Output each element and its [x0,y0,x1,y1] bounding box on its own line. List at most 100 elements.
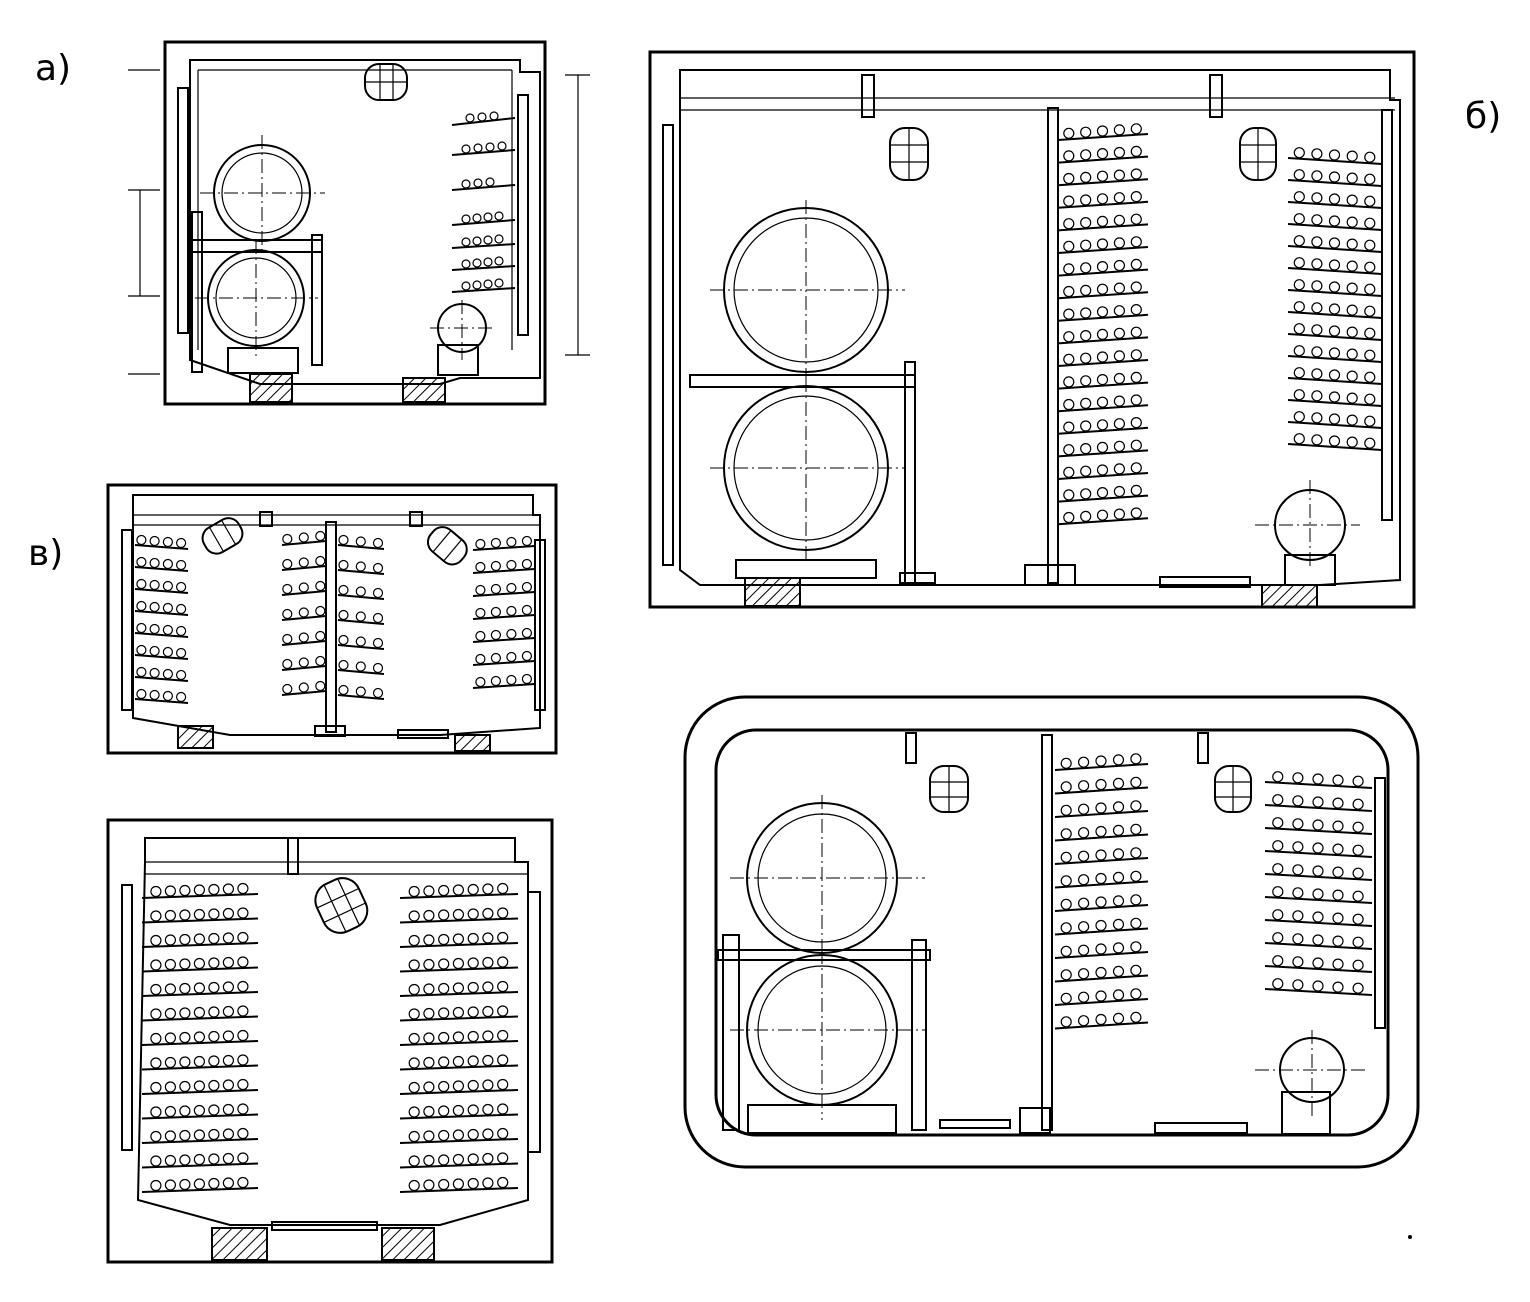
cable-icon [1060,945,1072,957]
cable-icon [282,558,293,570]
cable-icon [467,883,479,896]
cable-icon [150,934,162,947]
cable-shelf [141,1040,259,1046]
cable-icon [1063,331,1075,343]
cable-shelf [1264,804,1373,812]
cable-icon [1095,755,1107,767]
cable-icon [162,646,173,658]
cable-icon [1272,771,1284,783]
cable-icon [149,623,160,635]
cable-icon [408,910,420,922]
cable-icon [150,1008,162,1020]
cable-shelf [134,676,189,682]
cable-icon [423,1032,435,1044]
cable-icon [1364,437,1376,449]
cable-icon [438,1031,450,1044]
cable-icon [438,1105,450,1117]
cable-shelf [337,669,385,675]
cable-icon [1292,818,1304,830]
cable-icon [1130,439,1142,451]
cable-icon [208,908,220,920]
cable-icon [1328,303,1341,315]
cable-racks [134,530,536,704]
cable-icon [282,633,293,645]
cable-icon [1346,260,1358,272]
cable-icon [164,1154,176,1167]
cable-icon [1292,979,1304,991]
cable-icon [1311,346,1323,358]
cable-icon [1332,774,1344,786]
cable-icon [1352,982,1364,994]
cable-icon [150,1032,162,1045]
cable-icon [164,1105,176,1118]
cable-icon [1293,169,1305,181]
cable-shelf [399,1162,519,1169]
cable-icon [150,1179,162,1192]
section-d [683,695,1420,1169]
cable-icon [1364,327,1376,339]
cable-icon [179,1178,191,1191]
cable-icon [423,885,435,897]
cable-shelf [1287,377,1383,385]
cable-icon [179,1031,191,1044]
cable-icon [1095,943,1107,955]
cable-shelf [399,1113,519,1120]
cable-icon [1096,487,1109,499]
lamp-icon [314,877,369,934]
cable-icon [1080,352,1092,364]
cable-icon [1346,348,1358,360]
cable-icon [490,537,501,549]
cable-shelf [1057,449,1149,458]
cable-icon [1077,921,1090,933]
cable-icon [193,1031,205,1043]
cable-icon [222,1030,234,1042]
cable-icon [1095,919,1107,932]
cable-icon [1130,823,1142,835]
cable-icon [179,909,191,921]
cable-shelf [472,660,536,666]
cable-icon [149,535,160,547]
cable-icon [1130,191,1142,203]
cable-icon [162,690,173,702]
cable-icon [1292,841,1304,853]
cable-shelf [281,565,327,571]
cable-icon [1293,433,1305,445]
cable-shelf [134,588,189,594]
cable-icon [497,956,509,968]
cable-icon [497,1005,509,1017]
cable-icon [338,584,349,596]
pipe-icon [730,795,925,960]
cable-icon [1130,964,1142,976]
cable-shelf [1057,223,1149,232]
cable-icon [1272,817,1284,829]
cable-icon [176,581,187,593]
cable-icon [176,647,187,659]
cable-icon [1063,421,1075,433]
cable-icon [1364,239,1376,251]
cable-icon [475,630,486,642]
cable-icon [408,959,420,971]
cable-icon [1293,323,1305,335]
cable-icon [467,1006,479,1018]
cable-icon [467,1079,479,1092]
cable-icon [193,884,205,896]
cable-icon [208,1079,220,1092]
cable-icon [506,536,517,548]
cable-icon [193,982,205,994]
cable-icon [1096,509,1109,521]
cable-icon [1293,213,1305,225]
cable-icon [1112,801,1125,813]
cable-icon [1352,913,1364,925]
cable-icon [1060,781,1072,793]
cable-icon [1311,214,1323,226]
cable-icon [1346,194,1358,206]
cable-shelf [1057,313,1149,322]
cable-icon [1130,168,1142,180]
cable-icon [1293,389,1305,401]
cable-icon [1063,127,1075,139]
cable-icon [1060,875,1072,887]
cable-icon [150,1057,162,1069]
cable-icon [338,684,349,696]
cable-icon [1312,865,1324,877]
cable-icon [1095,802,1107,814]
